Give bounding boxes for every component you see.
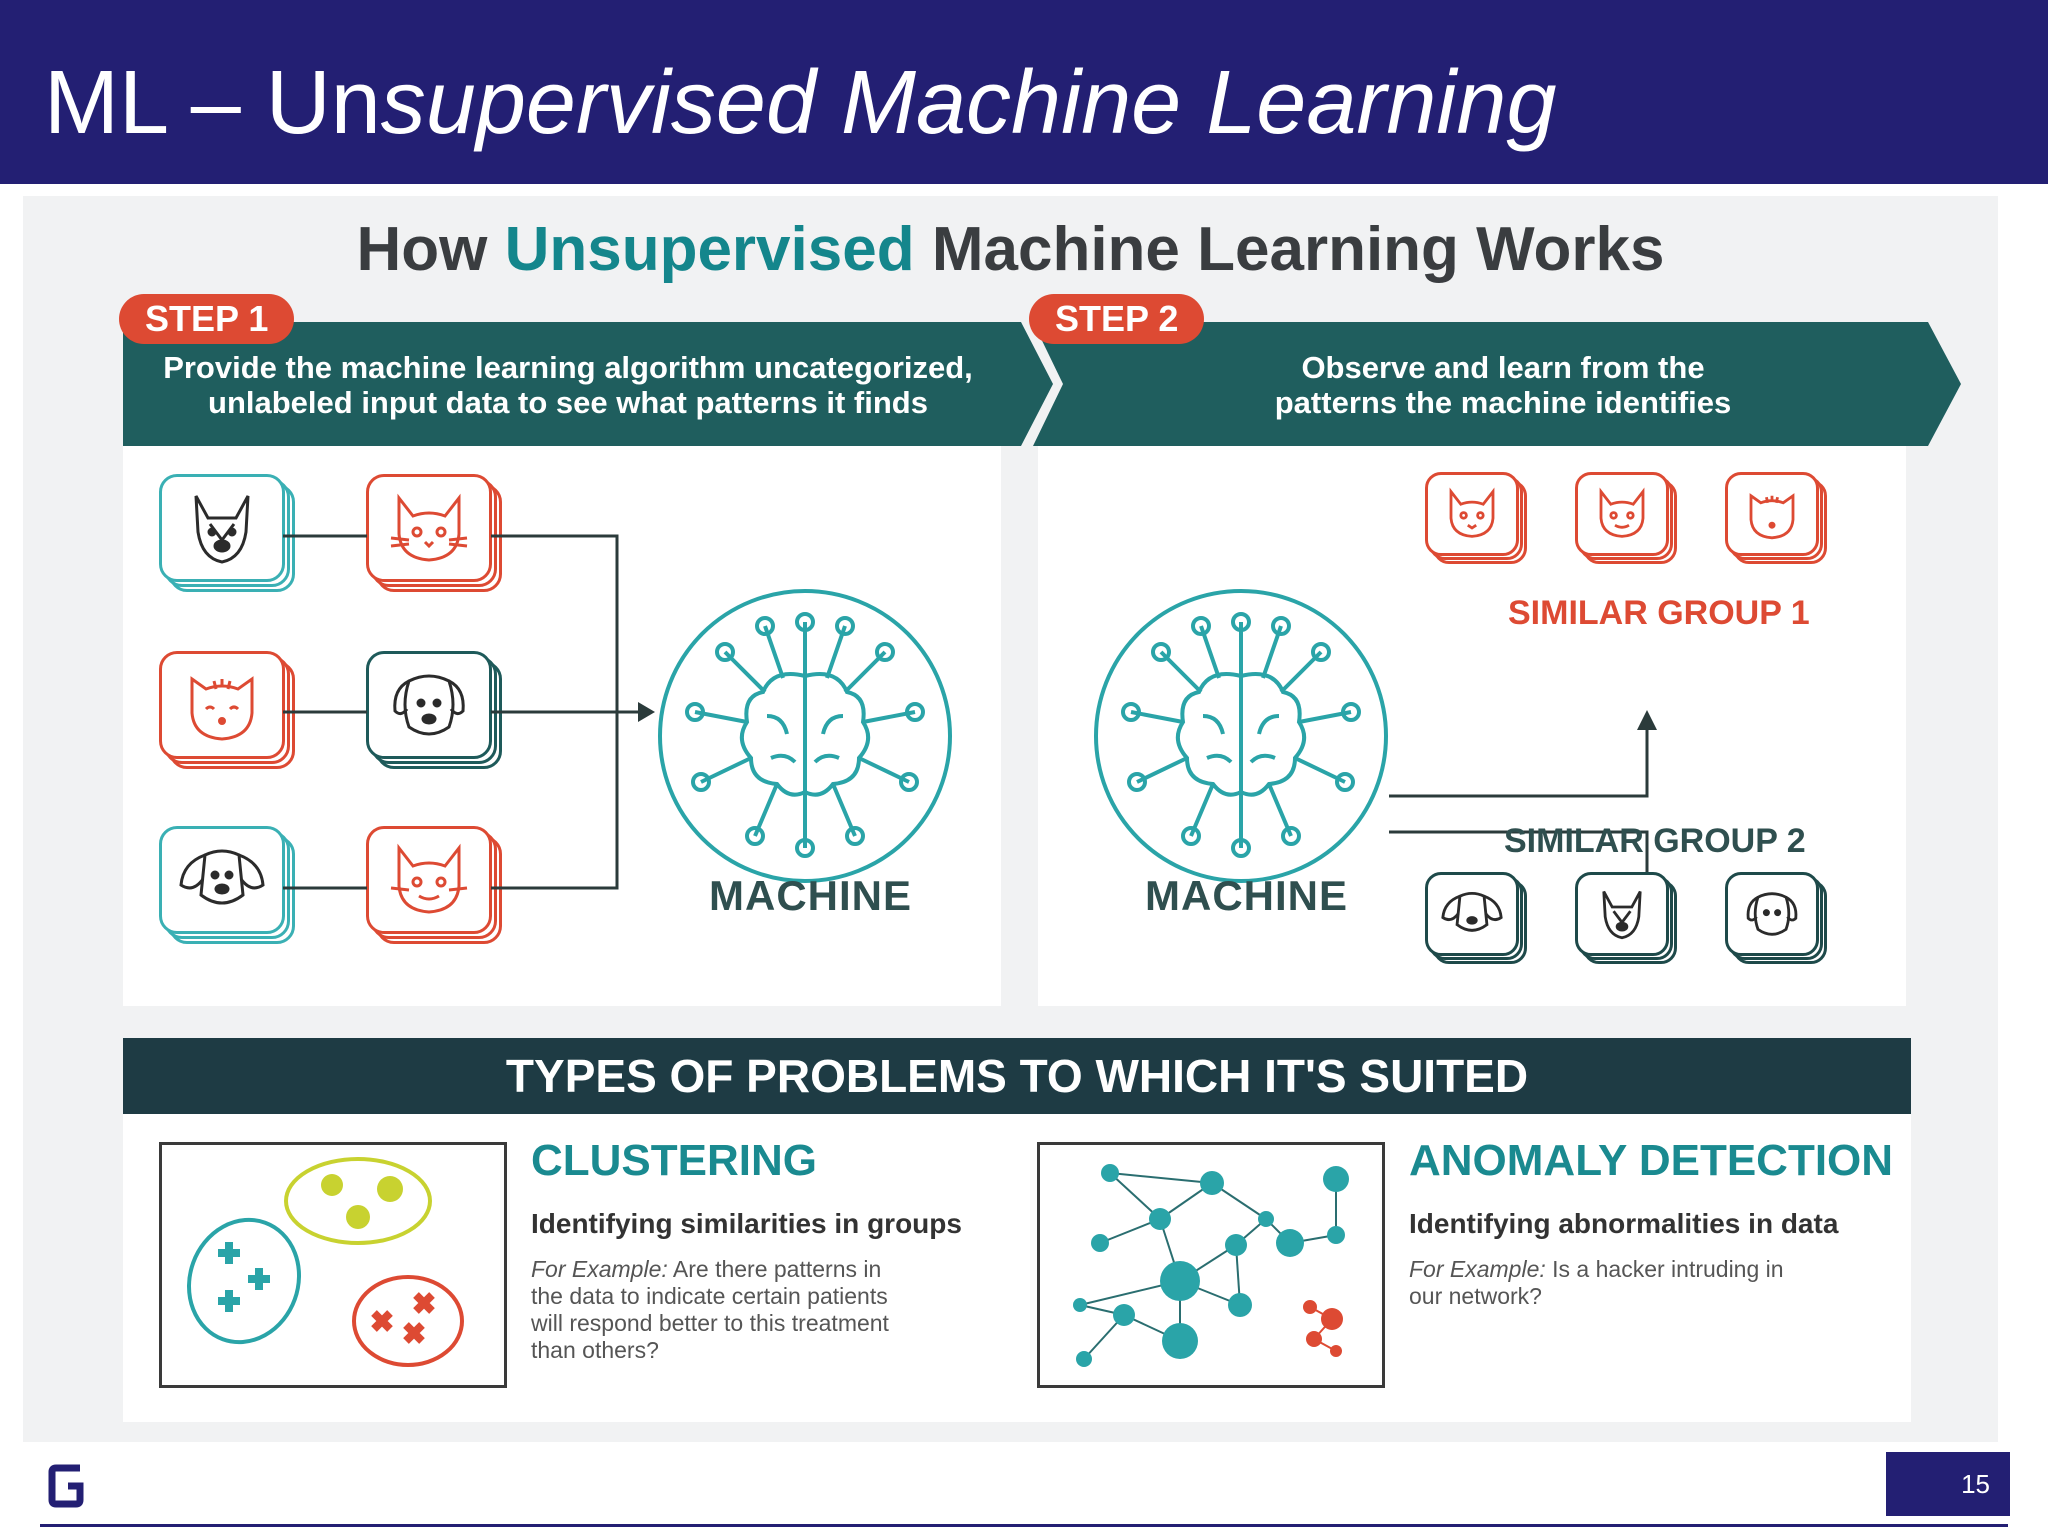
input-card-cat-2 — [159, 651, 295, 769]
dog-icon — [1602, 890, 1642, 940]
step1-text-line1: Provide the machine learning algorithm u… — [163, 350, 973, 385]
clustering-example-label: For Example: — [531, 1256, 668, 1282]
group2-card-1 — [1425, 872, 1527, 964]
cat-icon — [190, 676, 254, 741]
step2-badge: STEP 2 — [1029, 294, 1205, 344]
clustering-example-line2: the data to indicate certain patients — [531, 1283, 888, 1309]
x-icon — [371, 1292, 435, 1344]
step2-banner-text: Observe and learn from the patterns the … — [1063, 350, 1943, 420]
group1-card-2 — [1575, 472, 1677, 564]
anomaly-example-line2: our network? — [1409, 1283, 1542, 1309]
plus-icon — [218, 1242, 270, 1312]
dog-icon — [393, 674, 465, 736]
input-card-cat-1 — [366, 474, 502, 592]
cat-icon — [390, 843, 468, 914]
step1-machine-label: MACHINE — [709, 872, 912, 919]
clustering-illustration — [159, 1142, 507, 1388]
cat-icon — [1749, 493, 1795, 540]
network-diagram — [1073, 1164, 1349, 1367]
group1-card-3 — [1725, 472, 1827, 564]
step1-badge: STEP 1 — [119, 294, 295, 344]
logo-icon — [48, 1464, 84, 1508]
input-card-dog-1 — [159, 474, 295, 592]
cat-icon — [390, 493, 468, 562]
infographic: How Unsupervised Machine Learning Works … — [23, 196, 1998, 1442]
anomaly-illustration — [1037, 1142, 1385, 1388]
clustering-example-line1: Are there patterns in — [667, 1256, 882, 1282]
page-number: 15 — [1886, 1452, 2010, 1516]
step2-machine-label: MACHINE — [1145, 872, 1348, 919]
step1-banner-shape — [123, 322, 1053, 446]
input-card-dog-3 — [159, 826, 295, 944]
dog-icon — [1441, 891, 1503, 932]
group1-card-1 — [1425, 472, 1527, 564]
footer-rule — [40, 1524, 2008, 1527]
step1-text-line2: unlabeled input data to see what pattern… — [208, 385, 928, 420]
group2-label: SIMILAR GROUP 2 — [1504, 822, 1806, 860]
anomaly-example-label: For Example: — [1409, 1256, 1546, 1282]
clustering-subtitle: Identifying similarities in groups — [531, 1208, 962, 1239]
infographic-title-accent: Unsupervised — [504, 215, 915, 284]
group2-card-2 — [1575, 872, 1677, 964]
anomaly-title: ANOMALY DETECTION — [1409, 1136, 1894, 1185]
slide-title-plain: ML – Un — [44, 53, 381, 153]
infographic-title-post: Machine Learning Works — [914, 215, 1665, 284]
group2-card-3 — [1725, 872, 1827, 964]
cat-icon — [1449, 487, 1495, 538]
clustering-example-line4: than others? — [531, 1337, 659, 1363]
slide-header: ML – Unsupervised Machine Learning — [0, 0, 2048, 184]
cat-icon — [1599, 487, 1645, 538]
brain-circuit-icon — [658, 589, 952, 883]
types-heading: TYPES OF PROBLEMS TO WHICH IT'S SUITED — [123, 1038, 1911, 1114]
cluster-diagram — [187, 1157, 464, 1367]
clustering-title: CLUSTERING — [531, 1136, 817, 1185]
infographic-title: How Unsupervised Machine Learning Works — [23, 214, 1998, 285]
input-card-cat-3 — [366, 826, 502, 944]
input-connectors — [283, 534, 655, 890]
anomaly-example-line1: Is a hacker intruding in — [1545, 1256, 1784, 1282]
slide-title-italic: supervised Machine Learning — [380, 53, 1557, 153]
brain-circuit-icon — [1094, 589, 1388, 883]
clustering-example: For Example: Are there patterns in the d… — [531, 1256, 1011, 1364]
group1-label: SIMILAR GROUP 1 — [1508, 594, 1810, 632]
step2-text-line2: patterns the machine identifies — [1274, 385, 1732, 420]
dog-icon — [179, 849, 265, 905]
input-card-dog-2 — [366, 651, 502, 769]
step2-banner-shape — [1033, 322, 1961, 446]
dog-icon — [1746, 892, 1798, 936]
slide-title: ML – Unsupervised Machine Learning — [44, 48, 1557, 158]
dog-icon — [194, 495, 250, 564]
anomaly-subtitle: Identifying abnormalities in data — [1409, 1208, 1839, 1239]
infographic-title-pre: How — [356, 215, 505, 284]
clustering-example-line3: will respond better to this treatment — [531, 1310, 889, 1336]
step2-text-line1: Observe and learn from the — [1301, 350, 1705, 385]
step1-banner-text: Provide the machine learning algorithm u… — [123, 350, 1013, 420]
anomaly-example: For Example: Is a hacker intruding in ou… — [1409, 1256, 1889, 1310]
